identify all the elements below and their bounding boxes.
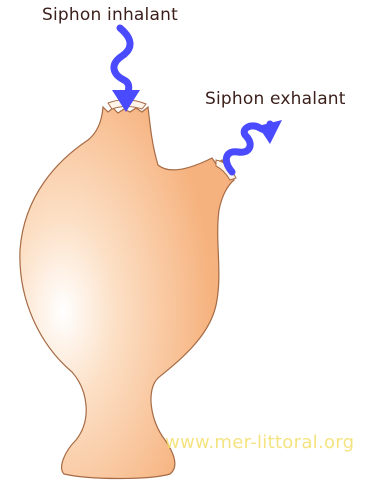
watermark: www.mer-littoral.org <box>165 432 354 453</box>
siphon-inhalant-label: Siphon inhalant <box>42 5 178 25</box>
ascidian-body <box>20 107 234 479</box>
siphon-exhalant-label: Siphon exhalant <box>205 89 346 109</box>
wavy-arrow-down-icon <box>112 28 140 112</box>
wavy-arrow-up-icon <box>226 120 282 172</box>
